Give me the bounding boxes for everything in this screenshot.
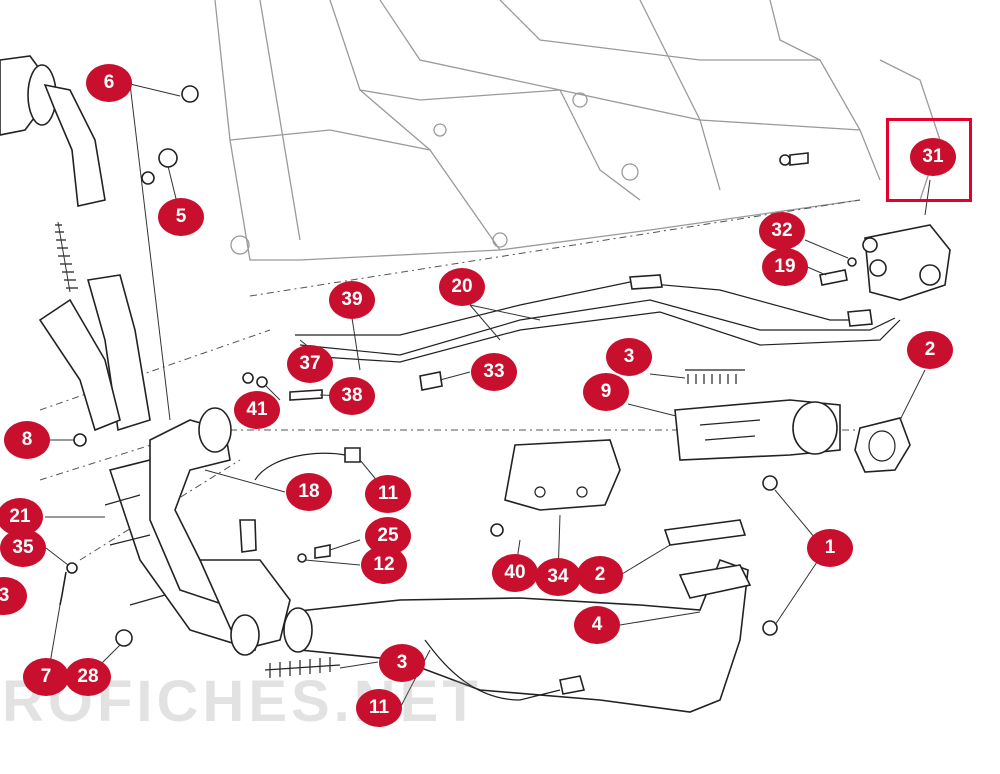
callout-33[interactable]: 33 <box>471 353 517 391</box>
callout-31[interactable]: 31 <box>910 138 956 176</box>
callout-32[interactable]: 32 <box>759 212 805 250</box>
callout-18[interactable]: 18 <box>286 473 332 511</box>
heat-shield <box>504 439 621 511</box>
exhaust-valve <box>674 399 911 473</box>
callout-7[interactable]: 7 <box>23 658 69 696</box>
callout-34[interactable]: 34 <box>535 558 581 596</box>
callout-3-upper[interactable]: 3 <box>606 338 652 376</box>
callout-2-right[interactable]: 2 <box>907 331 953 369</box>
muffler <box>0 55 151 432</box>
callout-11-lower[interactable]: 11 <box>356 689 402 727</box>
rear-collector-pipe <box>283 519 752 713</box>
callout-8[interactable]: 8 <box>4 421 50 459</box>
callout-19[interactable]: 19 <box>762 248 808 286</box>
callout-3-lower[interactable]: 3 <box>379 644 425 682</box>
header-pipes <box>104 407 291 656</box>
callout-5[interactable]: 5 <box>158 198 204 236</box>
springs <box>264 369 745 678</box>
callout-37[interactable]: 37 <box>287 345 333 383</box>
callout-38[interactable]: 38 <box>329 377 375 415</box>
springs-left <box>55 221 78 293</box>
callout-4[interactable]: 4 <box>574 606 620 644</box>
callout-35[interactable]: 35 <box>0 529 46 567</box>
callout-40[interactable]: 40 <box>492 554 538 592</box>
reference-lines <box>39 199 861 561</box>
callout-9[interactable]: 9 <box>583 373 629 411</box>
callout-2-lower[interactable]: 2 <box>577 556 623 594</box>
callout-6[interactable]: 6 <box>86 64 132 102</box>
control-cables <box>289 274 901 363</box>
callout-20[interactable]: 20 <box>439 268 485 306</box>
fasteners <box>59 85 809 647</box>
callout-28[interactable]: 28 <box>65 658 111 696</box>
callout-1[interactable]: 1 <box>807 529 853 567</box>
callout-12[interactable]: 12 <box>361 546 407 584</box>
oxygen-sensors <box>239 447 586 701</box>
servo-actuator <box>819 224 951 301</box>
callout-11-upper[interactable]: 11 <box>365 475 411 513</box>
callout-41[interactable]: 41 <box>234 391 280 429</box>
callout-39[interactable]: 39 <box>329 281 375 319</box>
frame-outline <box>214 0 941 261</box>
